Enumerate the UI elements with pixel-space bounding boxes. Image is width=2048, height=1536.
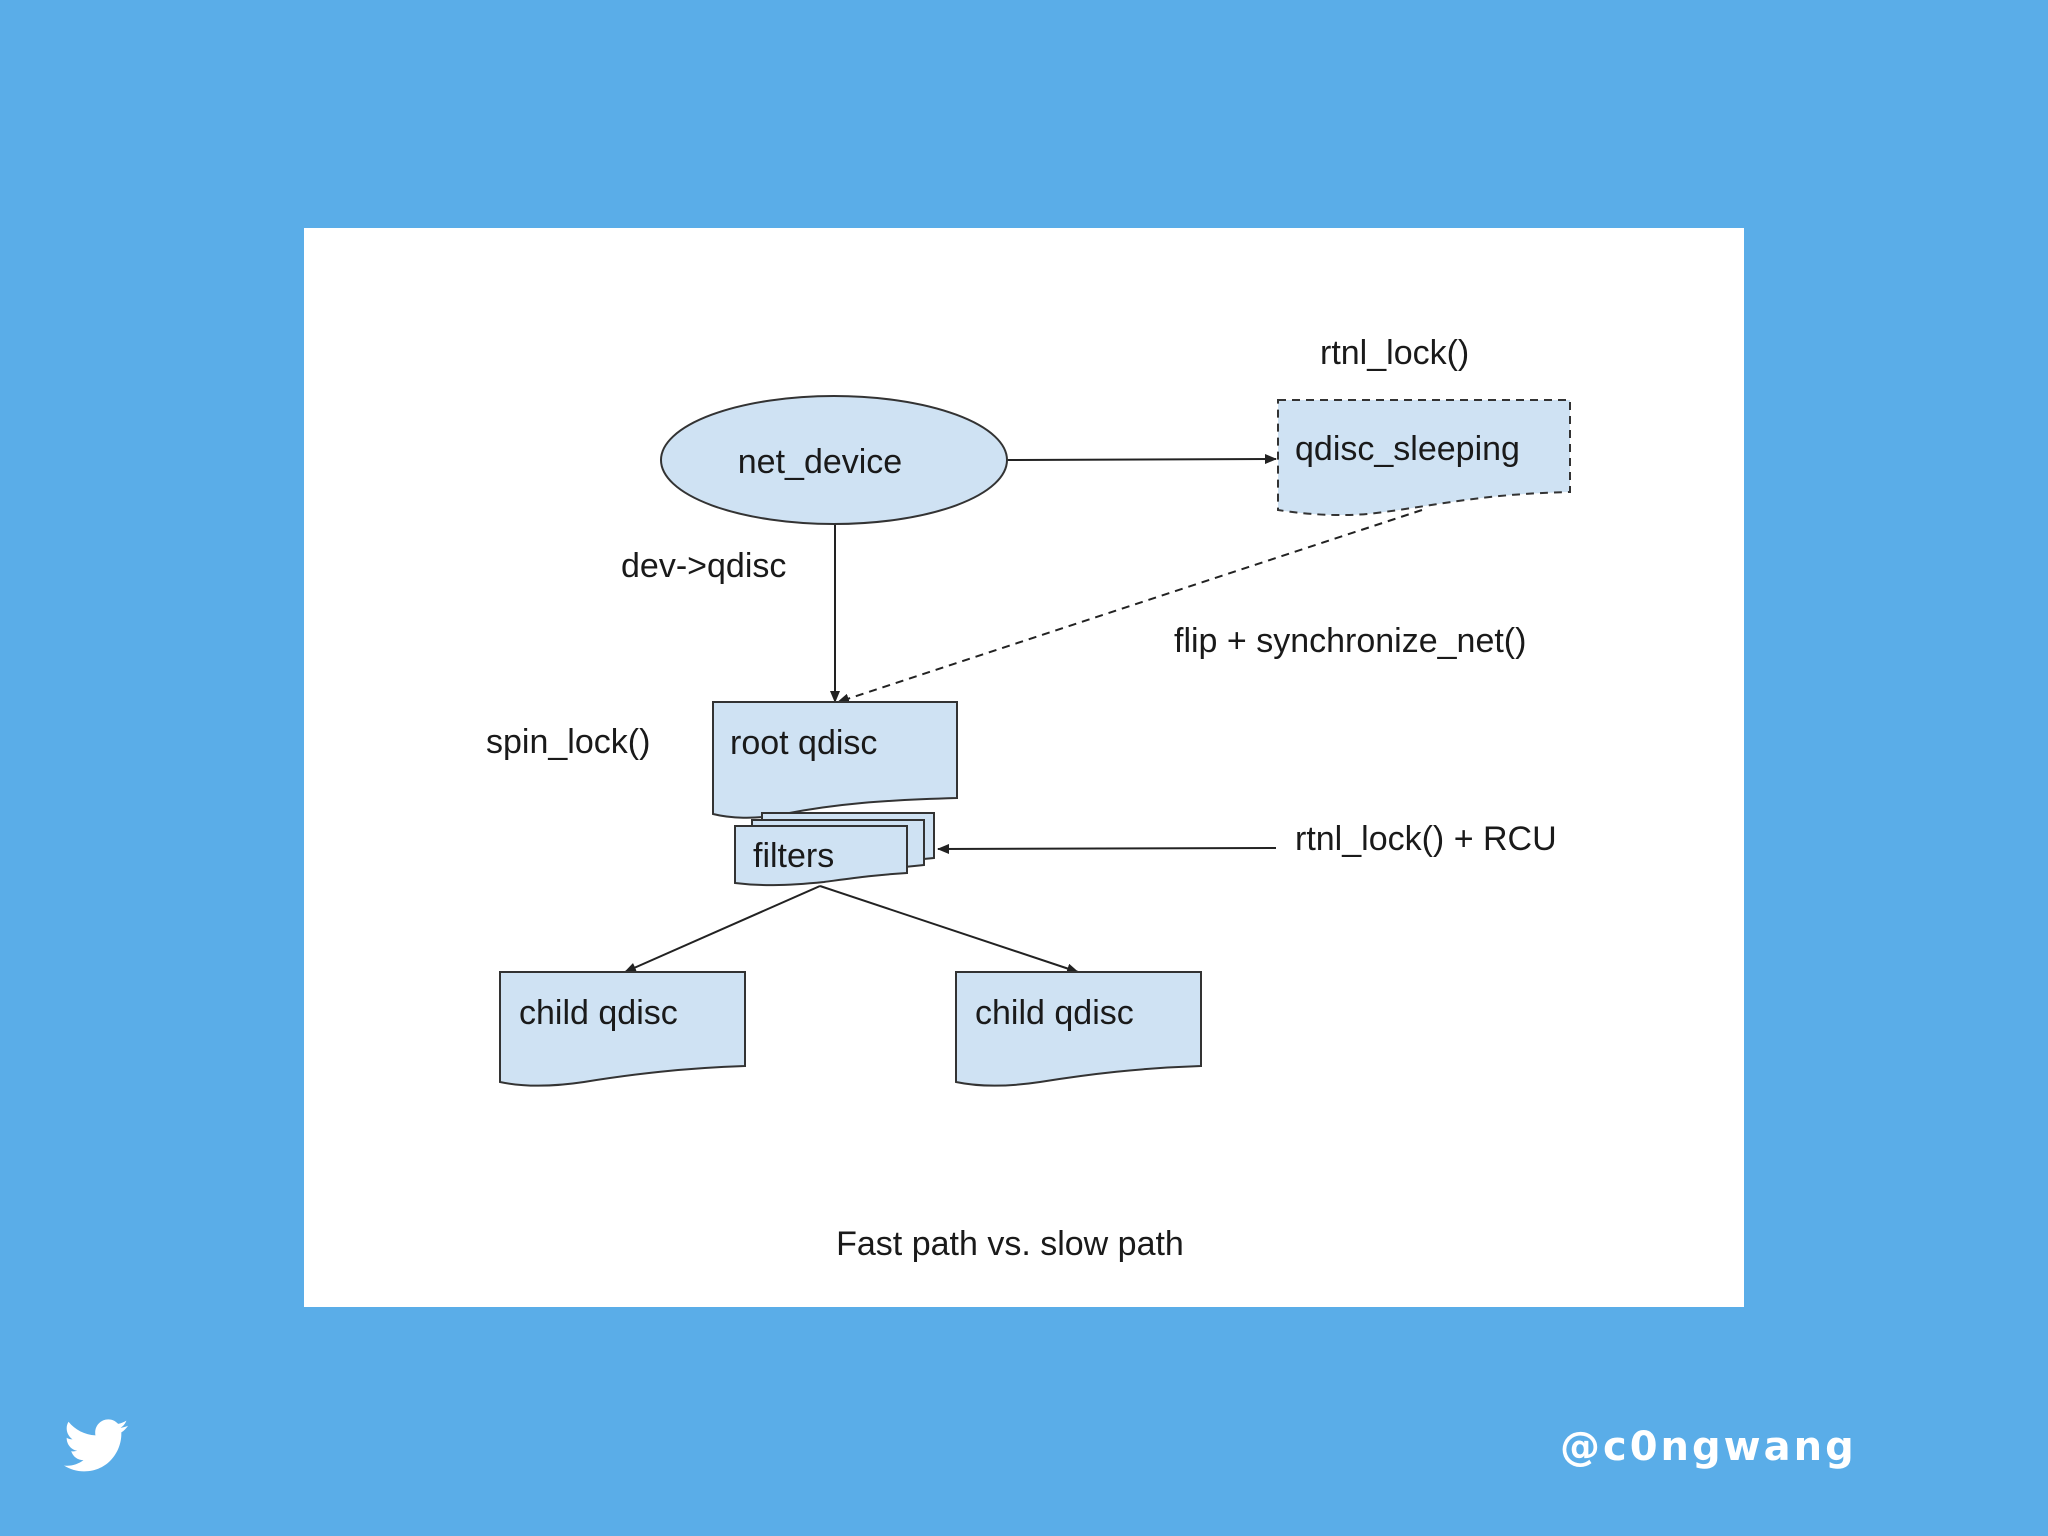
filters-node-front: [734, 825, 908, 887]
child-qdisc-right-label: child qdisc: [975, 994, 1134, 1032]
qdisc-sleeping-node: [1277, 399, 1571, 517]
spin-lock-annotation: spin_lock(): [486, 723, 650, 761]
edge-qdisc-sleeping-to-root-qdisc: [837, 509, 1423, 704]
diagram-panel: net_device qdisc_sleeping root qdisc fil…: [304, 228, 1744, 1307]
root-qdisc-node: [712, 701, 958, 819]
rtnl-lock-annotation: rtnl_lock(): [1320, 334, 1469, 372]
edge-net-device-to-qdisc-sleeping: [1006, 454, 1277, 465]
filters-label: filters: [753, 837, 834, 875]
net-device-node: [660, 395, 1008, 525]
root-qdisc-label: root qdisc: [730, 724, 877, 762]
edge-filters-to-child-left: [624, 885, 821, 973]
child-qdisc-left-node: [499, 971, 746, 1087]
child-qdisc-right-node: [955, 971, 1202, 1087]
diagram-caption: Fast path vs. slow path: [836, 1225, 1184, 1263]
rtnl-rcu-edge-label: rtnl_lock() + RCU: [1295, 820, 1557, 858]
qdisc-sleeping-label: qdisc_sleeping: [1295, 430, 1520, 468]
net-device-label: net_device: [738, 443, 902, 481]
twitter-bird-icon: [64, 1419, 128, 1472]
diagram-canvas: net_device qdisc_sleeping root qdisc fil…: [486, 334, 1571, 1263]
edge-filters-to-child-right: [819, 885, 1079, 974]
flip-synchronize-edge-label: flip + synchronize_net(): [1174, 622, 1526, 660]
twitter-handle: @c0ngwang: [1560, 1424, 1857, 1470]
edge-rcu-to-filters: [937, 843, 1277, 854]
dev-qdisc-edge-label: dev->qdisc: [621, 547, 786, 585]
child-qdisc-left-label: child qdisc: [519, 994, 678, 1032]
